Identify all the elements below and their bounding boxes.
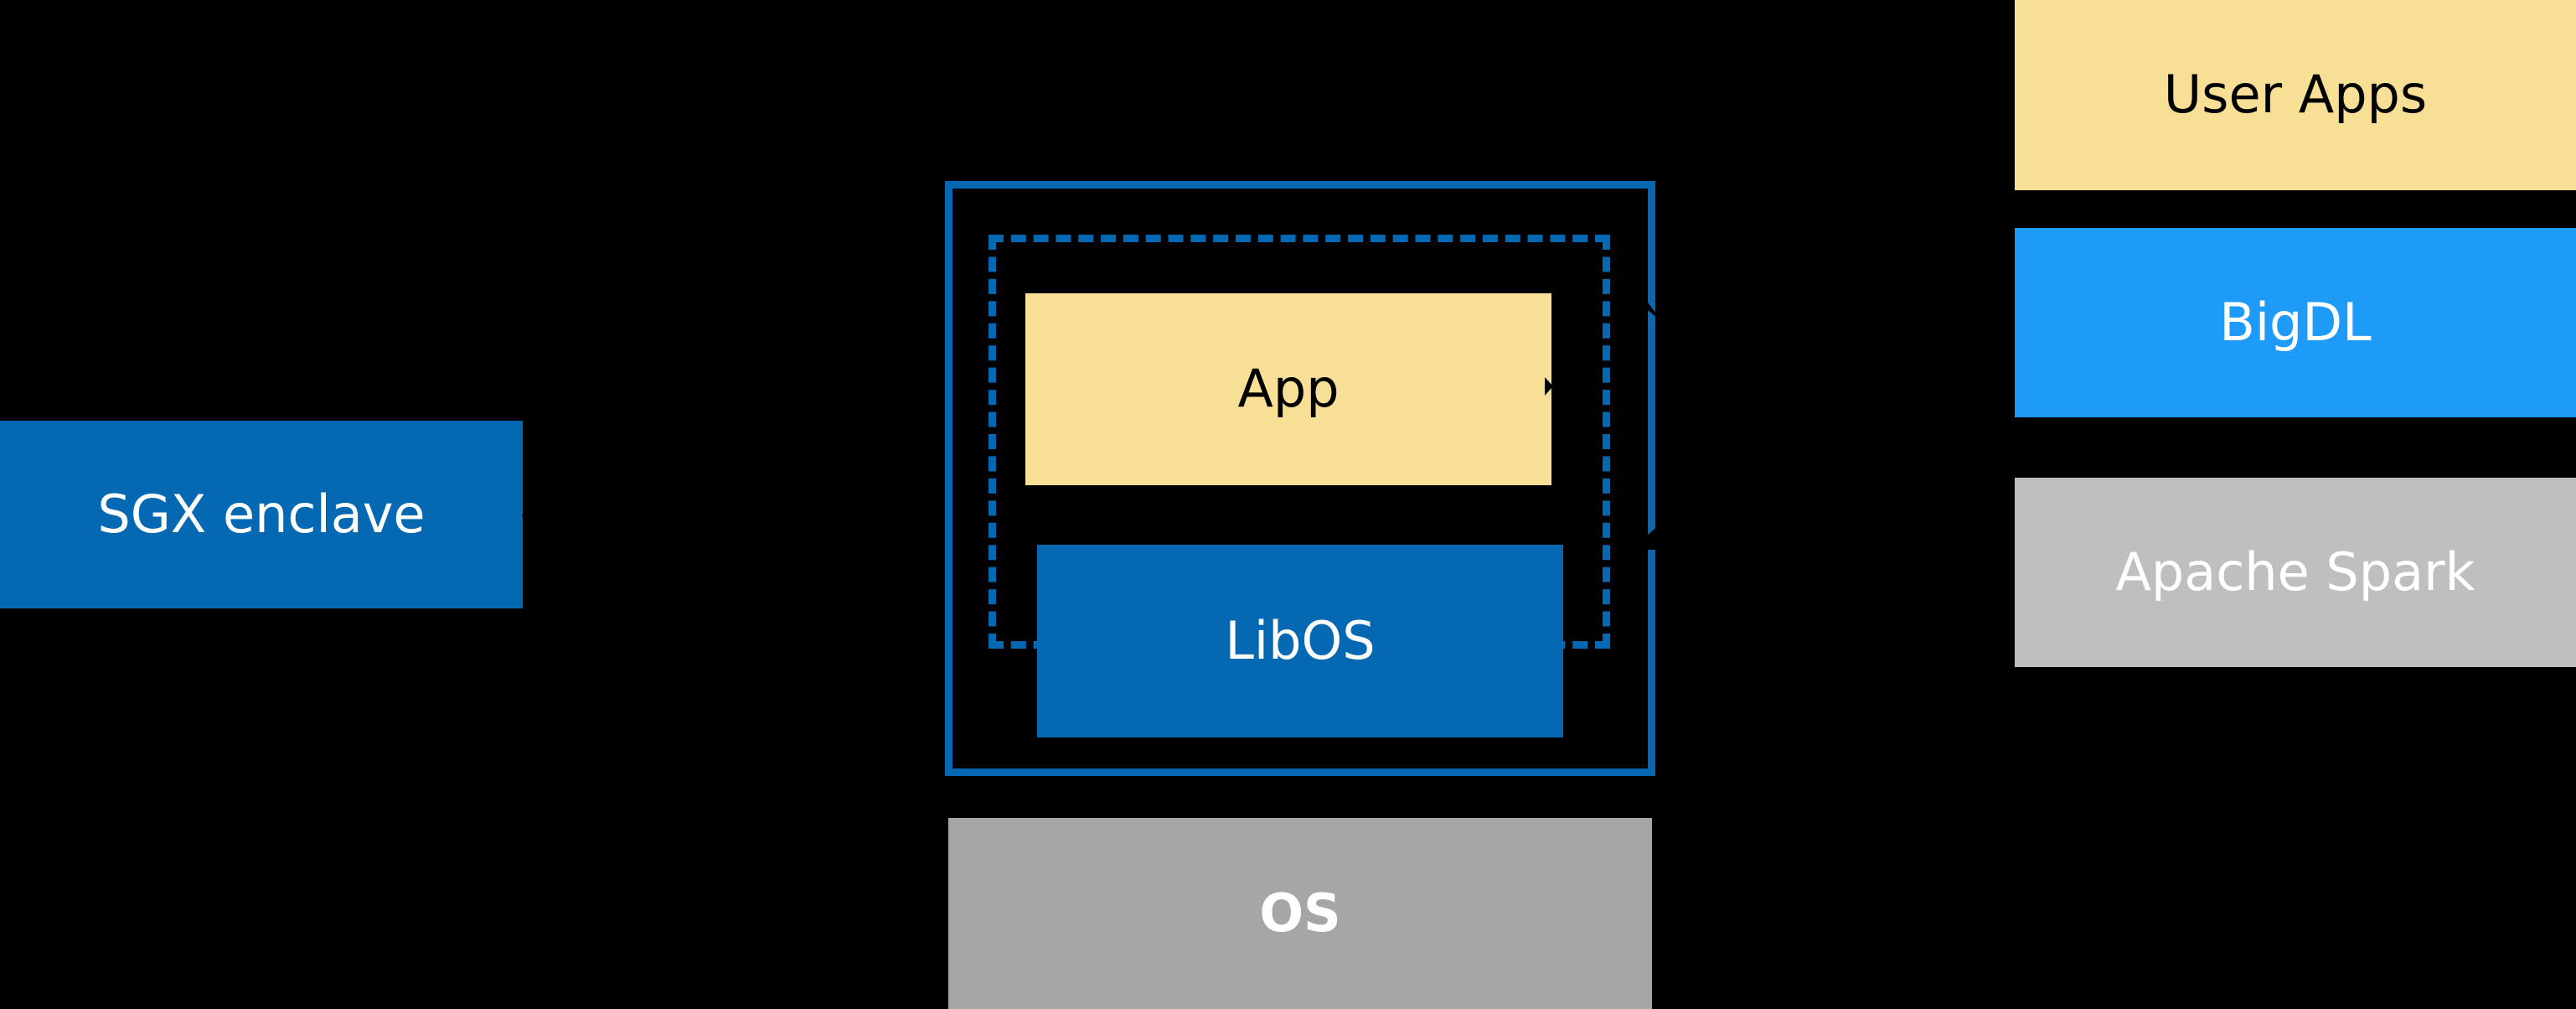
user-apps-box[interactable]: User Apps — [2015, 0, 2576, 190]
sgx-connector-arrow-icon — [521, 510, 531, 520]
os-label: OS — [1259, 882, 1341, 944]
enclave-boundary-frame — [945, 181, 1655, 776]
libos-label: LibOS — [1225, 609, 1376, 671]
os-box[interactable]: OS — [948, 818, 1652, 1009]
libos-box[interactable]: LibOS — [1037, 545, 1563, 737]
apache-spark-box[interactable]: Apache Spark — [2015, 478, 2576, 667]
app-label: App — [1237, 358, 1340, 420]
apache-spark-label: Apache Spark — [2115, 541, 2475, 603]
frame-crossing-break-lower-icon — [1642, 521, 1664, 550]
sgx-enclave-box[interactable]: SGX enclave — [0, 421, 523, 608]
sgx-enclave-label: SGX enclave — [97, 483, 426, 545]
bigdl-box[interactable]: BigDL — [2015, 228, 2576, 417]
frame-crossing-break-upper-icon — [1642, 295, 1664, 323]
user-apps-label: User Apps — [2163, 64, 2428, 126]
app-connector-arrow-icon — [1545, 377, 1553, 396]
bigdl-label: BigDL — [2219, 291, 2372, 353]
app-box[interactable]: App — [1025, 293, 1551, 485]
